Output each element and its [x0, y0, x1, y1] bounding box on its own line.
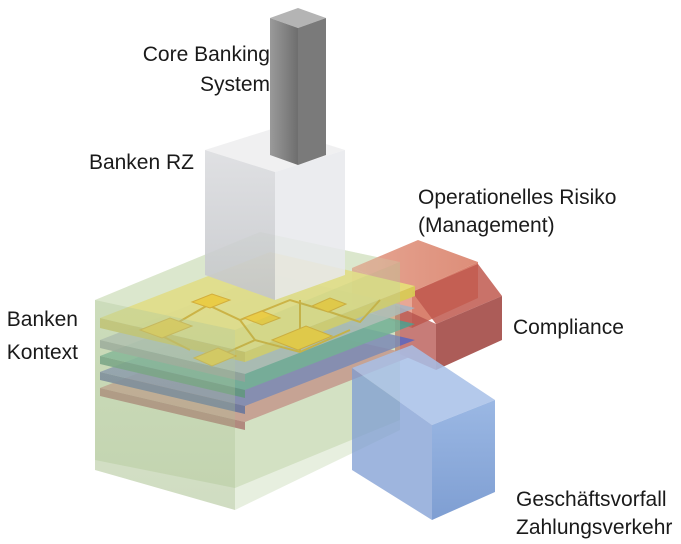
context-box-front-left — [95, 300, 235, 510]
gv-side — [352, 368, 432, 520]
label-banken-kontext-line1: Banken — [6, 308, 78, 331]
label-geschaeftsvorfall-line1: Geschäftsvorfall — [516, 488, 667, 511]
label-operationelles-line2: (Management) — [418, 214, 555, 237]
chip-2 — [190, 293, 232, 309]
core-front-right — [298, 18, 326, 165]
geschaeftsvorfall-block — [352, 345, 495, 520]
label-core-banking-line2: System — [199, 73, 270, 96]
gv-top — [352, 345, 495, 425]
chip-6 — [310, 297, 348, 313]
label-core-banking-line1: Core Banking — [142, 43, 270, 66]
gv-front — [432, 400, 495, 520]
rz-front-left — [205, 150, 275, 300]
rz-front-right — [275, 150, 345, 300]
chip-3 — [242, 310, 282, 326]
label-banken-kontext-line2: Kontext — [6, 341, 78, 364]
chip-4 — [270, 325, 334, 351]
label-geschaeftsvorfall-line2: Zahlungsverkehr — [516, 516, 673, 539]
label-banken-rz: Banken RZ — [88, 151, 194, 174]
core-banking-column — [270, 8, 326, 165]
compliance-front — [436, 296, 502, 370]
label-compliance: Compliance — [513, 316, 624, 339]
core-front-left — [270, 18, 298, 165]
compliance-top — [412, 264, 502, 324]
label-operationelles-line1: Operationelles Risiko — [418, 186, 617, 209]
